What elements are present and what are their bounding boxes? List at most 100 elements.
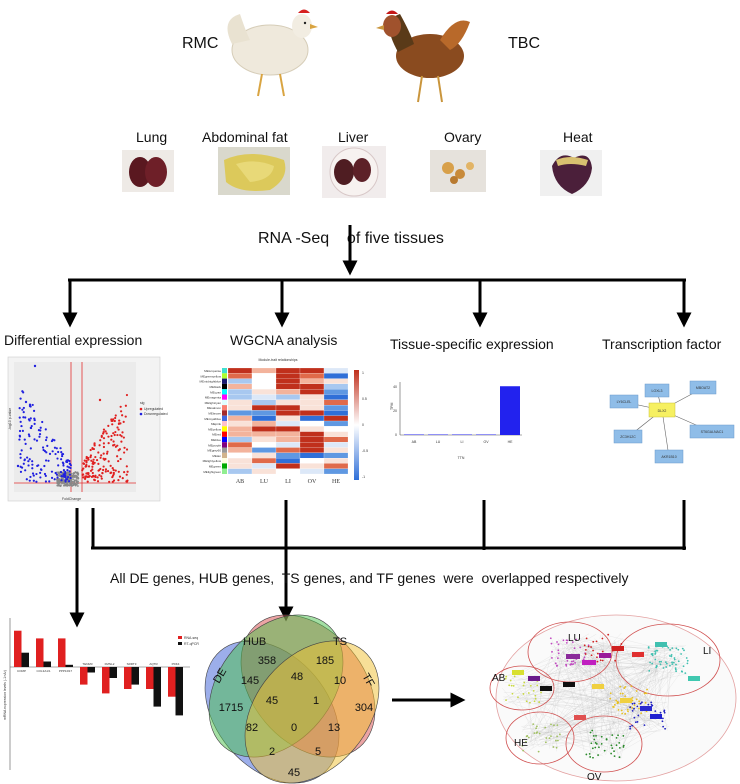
volcano-point-down (56, 476, 59, 479)
network-node (601, 659, 604, 662)
wgcna-module-swatch (222, 378, 227, 384)
volcano-point-down (33, 418, 36, 422)
network-node (513, 675, 516, 678)
volcano-point-down (22, 411, 25, 414)
cluster-label-ab: AB (492, 673, 506, 684)
wgcna-cell (299, 383, 325, 390)
qpcr-legend-rtqpcr: RT-qPCR (184, 642, 199, 646)
volcano-point-down (28, 458, 31, 461)
volcano-point-up (91, 462, 94, 465)
volcano-point-up (94, 455, 97, 459)
volcano-point-down (22, 406, 25, 410)
volcano-point-down (39, 471, 42, 475)
volcano-point-ns (77, 473, 80, 476)
network-node (588, 752, 591, 755)
volcano-point-ns (57, 483, 60, 485)
network-edge (540, 734, 589, 743)
wgcna-cell (275, 373, 301, 379)
network-node (583, 656, 586, 659)
venn-count-tf-only: 304 (355, 702, 373, 714)
ts-ytick-0: 0 (395, 433, 397, 437)
volcano-point-up (109, 464, 112, 467)
network-node (594, 746, 597, 749)
volcano-point-down (32, 409, 36, 412)
network-edge (649, 670, 659, 701)
volcano-point-down (41, 420, 44, 424)
network-node (544, 726, 547, 729)
wgcna-cell (251, 367, 277, 374)
volcano-point-down (59, 447, 62, 450)
network-edge (530, 647, 672, 738)
volcano-point-down (44, 428, 47, 431)
wgcna-cell (323, 463, 349, 469)
volcano-point-up (125, 393, 129, 397)
network-node (557, 652, 560, 655)
network-node (556, 641, 558, 643)
cluster-ring-li (615, 623, 721, 697)
wgcna-scale-label: -1 (362, 475, 365, 479)
venn-count-de-hub: 145 (241, 675, 259, 687)
volcano-point-down (25, 478, 28, 481)
volcano-point-down (27, 460, 30, 463)
volcano-point-ns (74, 471, 77, 474)
volcano-point-up (104, 470, 107, 473)
venn-label-tf: TF (359, 672, 376, 690)
volcano-point-down (53, 446, 57, 449)
wgcna-cell (251, 373, 277, 379)
qpcr-bar (131, 667, 139, 685)
volcano-point-down (33, 422, 36, 426)
volcano-point-down (19, 452, 22, 456)
wgcna-cell (323, 394, 349, 400)
volcano-point-down (26, 456, 29, 459)
network-edge (556, 736, 610, 744)
volcano-point-down (37, 429, 41, 432)
network-edge (624, 667, 656, 704)
network-node (633, 707, 635, 710)
volcano-point-up (117, 470, 120, 473)
wgcna-cell (323, 405, 349, 411)
volcano-point-up (124, 415, 127, 418)
network-edge (511, 675, 546, 731)
network-node (565, 641, 568, 644)
volcano-point-up (92, 458, 95, 461)
qpcr-category-label: PDK4 (172, 662, 180, 666)
network-node (592, 649, 594, 652)
network-edge (607, 635, 684, 655)
ts-category-label: OV (483, 440, 489, 444)
wgcna-cell (251, 378, 277, 385)
volcano-point-up (120, 410, 123, 413)
network-edge (577, 646, 677, 662)
network-node (631, 706, 634, 709)
network-node (550, 735, 552, 738)
network-edge (607, 661, 659, 715)
qpcr-bar (87, 667, 95, 673)
network-node (525, 740, 527, 743)
volcano-point-down (44, 474, 47, 477)
network-node (536, 725, 538, 728)
volcano-point-down (33, 438, 36, 441)
network-node (552, 746, 555, 748)
volcano-point-down (44, 459, 48, 462)
qpcr-bar (109, 667, 117, 678)
wgcna-cell (227, 373, 253, 379)
network-node (591, 729, 594, 732)
wgcna-cell (323, 367, 349, 374)
qpcr-bar (124, 667, 132, 689)
wgcna-cell (299, 389, 325, 395)
wgcna-cell (323, 468, 349, 475)
network-node (675, 663, 677, 666)
network-node (640, 712, 643, 715)
volcano-point-outlier (33, 364, 37, 368)
volcano-point-up (101, 471, 104, 475)
network-node (622, 744, 625, 747)
wgcna-cell (299, 378, 325, 385)
network-edge (601, 648, 619, 759)
wgcna-cell (251, 468, 277, 475)
volcano-point-up (102, 452, 105, 455)
wgcna-module-swatch (222, 383, 227, 390)
network-node (659, 663, 662, 666)
qpcr-category-label: COL3A1/1 (36, 669, 50, 673)
volcano-point-up (112, 418, 115, 421)
wgcna-cell (323, 442, 349, 448)
wgcna-module-swatch (222, 368, 227, 374)
